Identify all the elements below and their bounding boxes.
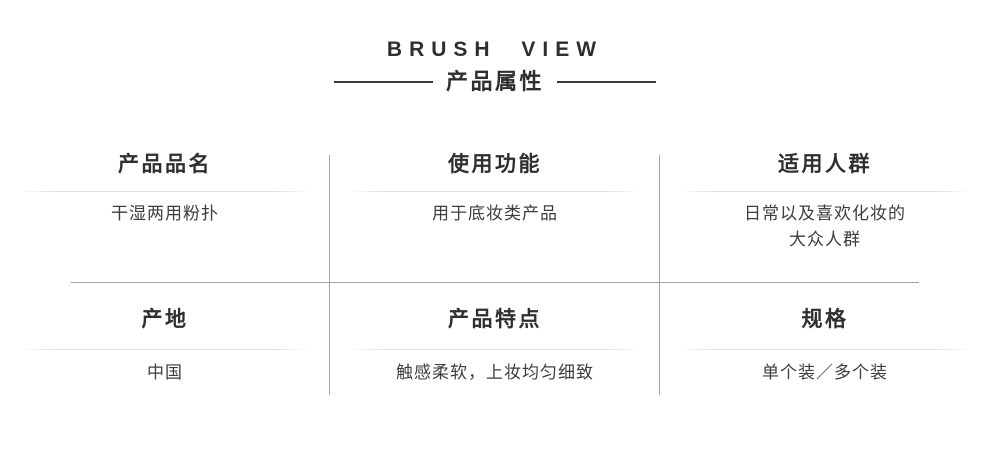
- attribute-value: 日常以及喜欢化妆的 大众人群: [744, 204, 906, 249]
- attribute-value: 触感柔软，上妆均匀细致: [396, 363, 594, 382]
- label-underline: [679, 191, 971, 192]
- attribute-label: 产品品名: [118, 153, 212, 176]
- row-divider: [71, 282, 919, 283]
- label-underline: [679, 349, 971, 350]
- label-underline: [19, 191, 311, 192]
- attribute-cell-origin: 产地 中国: [0, 283, 330, 420]
- title-rule-left: [333, 81, 433, 83]
- attributes-table: 产品品名 干湿两用粉扑 使用功能 用于底妆类产品 适用人群 日常以及喜欢化妆的 …: [0, 140, 990, 420]
- attribute-cell-product-name: 产品品名 干湿两用粉扑: [0, 140, 330, 283]
- attribute-value: 用于底妆类产品: [432, 204, 558, 223]
- label-underline: [19, 349, 311, 350]
- attribute-label: 产品特点: [448, 308, 542, 331]
- attribute-label: 使用功能: [448, 153, 542, 176]
- brand-title: BRUSH VIEW: [386, 38, 604, 61]
- label-underline: [349, 349, 641, 350]
- section-title-row: 产品属性: [0, 71, 990, 93]
- attribute-label: 产地: [141, 308, 189, 331]
- attribute-value: 干湿两用粉扑: [111, 204, 219, 223]
- column-divider-right: [659, 155, 660, 395]
- attribute-cell-spec: 规格 单个装／多个装: [660, 283, 990, 420]
- attribute-value: 中国: [147, 363, 183, 382]
- attribute-cell-features: 产品特点 触感柔软，上妆均匀细致: [330, 283, 660, 420]
- attribute-cell-function: 使用功能 用于底妆类产品: [330, 140, 660, 283]
- title-rule-right: [557, 81, 656, 83]
- column-divider-left: [329, 155, 330, 395]
- label-underline: [349, 191, 641, 192]
- section-title: 产品属性: [445, 69, 544, 94]
- attribute-label: 规格: [801, 308, 849, 331]
- attribute-cell-audience: 适用人群 日常以及喜欢化妆的 大众人群: [660, 140, 990, 283]
- header: BRUSH VIEW 产品属性: [0, 0, 990, 93]
- attribute-label: 适用人群: [778, 153, 872, 176]
- attribute-value: 单个装／多个装: [762, 363, 888, 382]
